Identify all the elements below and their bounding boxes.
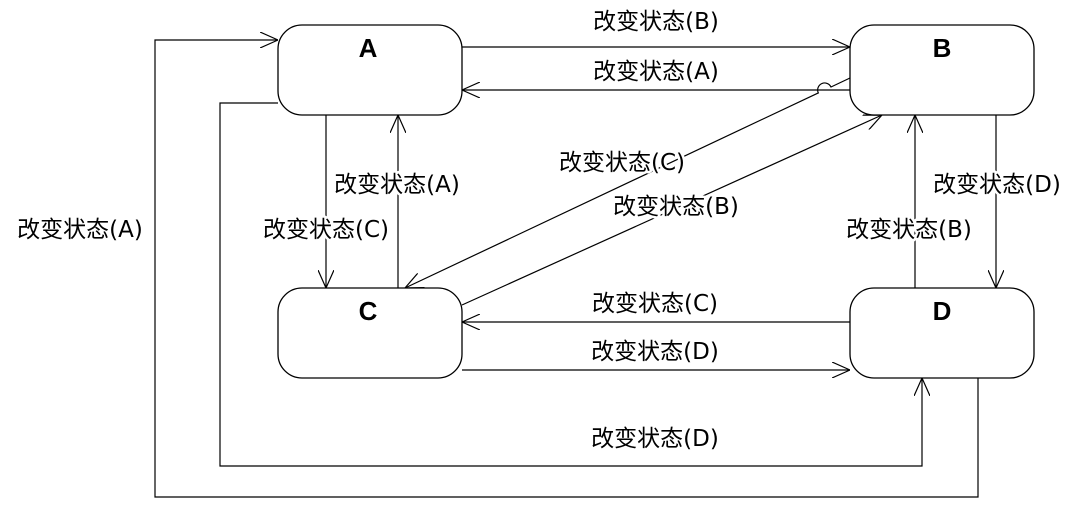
label-b-to-c: 改变状态(C) bbox=[559, 150, 685, 176]
label-c-to-d: 改变状态(D) bbox=[591, 339, 719, 365]
label-c-to-a: 改变状态(A) bbox=[334, 172, 460, 198]
label-d-to-c: 改变状态(C) bbox=[592, 291, 718, 317]
label-c-to-b: 改变状态(B) bbox=[613, 194, 739, 220]
transition-labels: 改变状态(B) 改变状态(A) 改变状态(A) 改变状态(C) 改变状态(C) … bbox=[15, 7, 1064, 455]
state-d-label: D bbox=[933, 296, 952, 326]
state-d: D bbox=[849, 287, 1035, 379]
state-a-box bbox=[277, 24, 463, 116]
label-a-to-c: 改变状态(C) bbox=[263, 217, 389, 243]
label-d-to-b: 改变状态(B) bbox=[846, 217, 972, 243]
state-c-box bbox=[277, 287, 463, 379]
label-b-to-a: 改变状态(A) bbox=[593, 59, 719, 85]
state-b-label: B bbox=[933, 33, 952, 63]
label-b-to-d: 改变状态(D) bbox=[933, 172, 1061, 198]
edge-b-to-c bbox=[405, 77, 851, 288]
transition-edges bbox=[154, 40, 996, 498]
state-c: C bbox=[277, 287, 463, 379]
edge-c-to-b bbox=[461, 115, 882, 306]
state-a: A bbox=[277, 24, 463, 116]
label-a-to-d: 改变状态(D) bbox=[591, 426, 719, 452]
state-b: B bbox=[849, 24, 1035, 116]
edge-a-to-d bbox=[219, 102, 922, 467]
label-d-to-a: 改变状态(A) bbox=[17, 217, 143, 243]
state-c-label: C bbox=[359, 296, 378, 326]
label-a-to-b: 改变状态(B) bbox=[593, 9, 719, 35]
state-b-box bbox=[849, 24, 1035, 116]
state-d-box bbox=[849, 287, 1035, 379]
state-a-label: A bbox=[359, 33, 378, 63]
edge-d-to-a bbox=[154, 40, 979, 498]
